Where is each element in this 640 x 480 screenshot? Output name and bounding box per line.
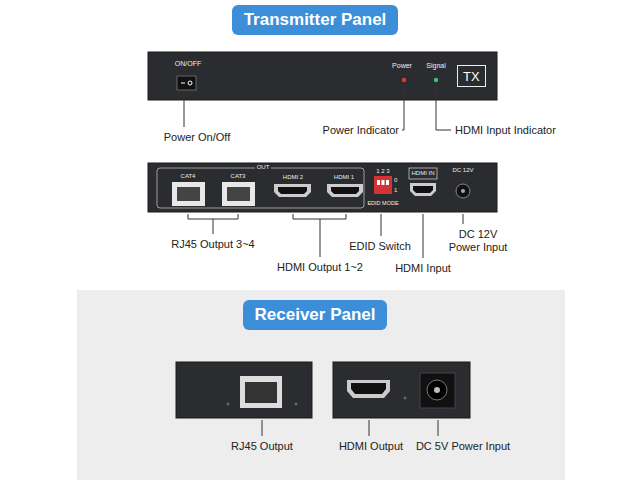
signal-led [434, 78, 438, 82]
receiver-band [77, 290, 565, 480]
dc-pin [461, 189, 465, 193]
unit-tag: TX [457, 65, 486, 87]
callout-label: EDID Switch [349, 240, 411, 253]
panel-marking: 1 [394, 187, 397, 194]
node-text: Transmitter Panel [244, 10, 387, 29]
rj45-socket [227, 187, 250, 201]
panel-marking: OUT [255, 164, 272, 171]
callout-label: RJ45 Output 3~4 [171, 238, 254, 251]
dc-jack-housing [420, 373, 455, 408]
leader-line [184, 92, 185, 127]
panel-marking: 0 [394, 177, 397, 184]
receiver-body [176, 362, 312, 418]
dc-jack [456, 184, 470, 198]
hdmi-in-frame [409, 168, 437, 179]
rj45-port [222, 182, 255, 206]
callout-label: HDMI Input Indicator [455, 124, 556, 137]
dip-lever [377, 180, 380, 185]
rj45-socket [177, 187, 200, 201]
leader-line [423, 214, 424, 258]
node-text: TX [463, 69, 480, 84]
panel-marking: HDMI IN [412, 170, 435, 177]
switch-mark [188, 81, 192, 85]
panel-marking: CAT3 [231, 173, 246, 180]
dc-jack [427, 380, 447, 400]
callout-label: Power On/Off [164, 131, 230, 144]
rj45-socket [245, 382, 277, 403]
dip-lever [382, 180, 385, 185]
dc-pin [434, 387, 440, 393]
rj45-port [172, 182, 205, 206]
dip-switch [374, 176, 392, 194]
power-led [402, 78, 406, 82]
switch-mark [181, 83, 185, 84]
leader-line [262, 420, 263, 436]
leader-line [402, 86, 404, 130]
panel-marking: HDMI 2 [283, 174, 303, 181]
bracket [188, 214, 238, 234]
leader-line [463, 214, 464, 224]
hdmi-socket [413, 186, 433, 193]
led-hole [295, 403, 298, 406]
leader-line [436, 86, 451, 130]
callout-label: HDMI Output [339, 440, 403, 453]
device-panel: TX ON/OFF Power Signal [148, 52, 497, 100]
callout-label: DC 5V Power Input [416, 440, 510, 453]
hdmi-port [327, 184, 363, 197]
power-switch [177, 76, 196, 90]
panel-marking: HDMI 1 [334, 174, 354, 181]
led-hole [227, 403, 230, 406]
rj45-port [240, 376, 282, 408]
leader-line [381, 214, 382, 236]
hdmi-port [274, 184, 311, 197]
callout-label: Power Indicator [323, 124, 399, 137]
hdmi-socket [278, 187, 307, 194]
callout-label: HDMI Output 1~2 [277, 261, 363, 274]
panel-marking: 1 2 3 [376, 168, 389, 175]
callout-label: HDMI Input [395, 262, 451, 275]
hdmi-port [410, 183, 436, 196]
node-text: Receiver Panel [255, 305, 376, 324]
panel-marking: DC 12V [452, 167, 473, 174]
leader-line [438, 420, 439, 436]
hdmi-socket [331, 187, 359, 194]
panel-marking: Signal [426, 62, 445, 70]
device-panel: OUT CAT4 CAT3 HDMI 2 HDMI 1 1 2 3 0 1EDID MODE H… [148, 163, 497, 212]
callout-label: DC 12V Power Input [446, 228, 510, 254]
hdmi-socket [351, 383, 386, 394]
receiver-body [333, 362, 470, 418]
output-group-outline [157, 168, 364, 208]
rear-panel-body [148, 163, 497, 212]
bracket [293, 214, 346, 257]
panel-marking: EDID MODE [367, 200, 398, 206]
panel-marking: Power [392, 62, 412, 70]
leader-line [369, 420, 370, 436]
front-panel-body [148, 52, 497, 100]
dip-lever [386, 180, 389, 185]
hdmi-port [347, 380, 390, 398]
led-hole [404, 397, 407, 400]
panel-marking: CAT4 [181, 173, 196, 180]
title-badge: Transmitter Panel [232, 5, 399, 35]
callout-label: RJ45 Output [231, 440, 293, 453]
title-badge: Receiver Panel [243, 300, 388, 330]
panel-marking: ON/OFF [175, 60, 201, 68]
